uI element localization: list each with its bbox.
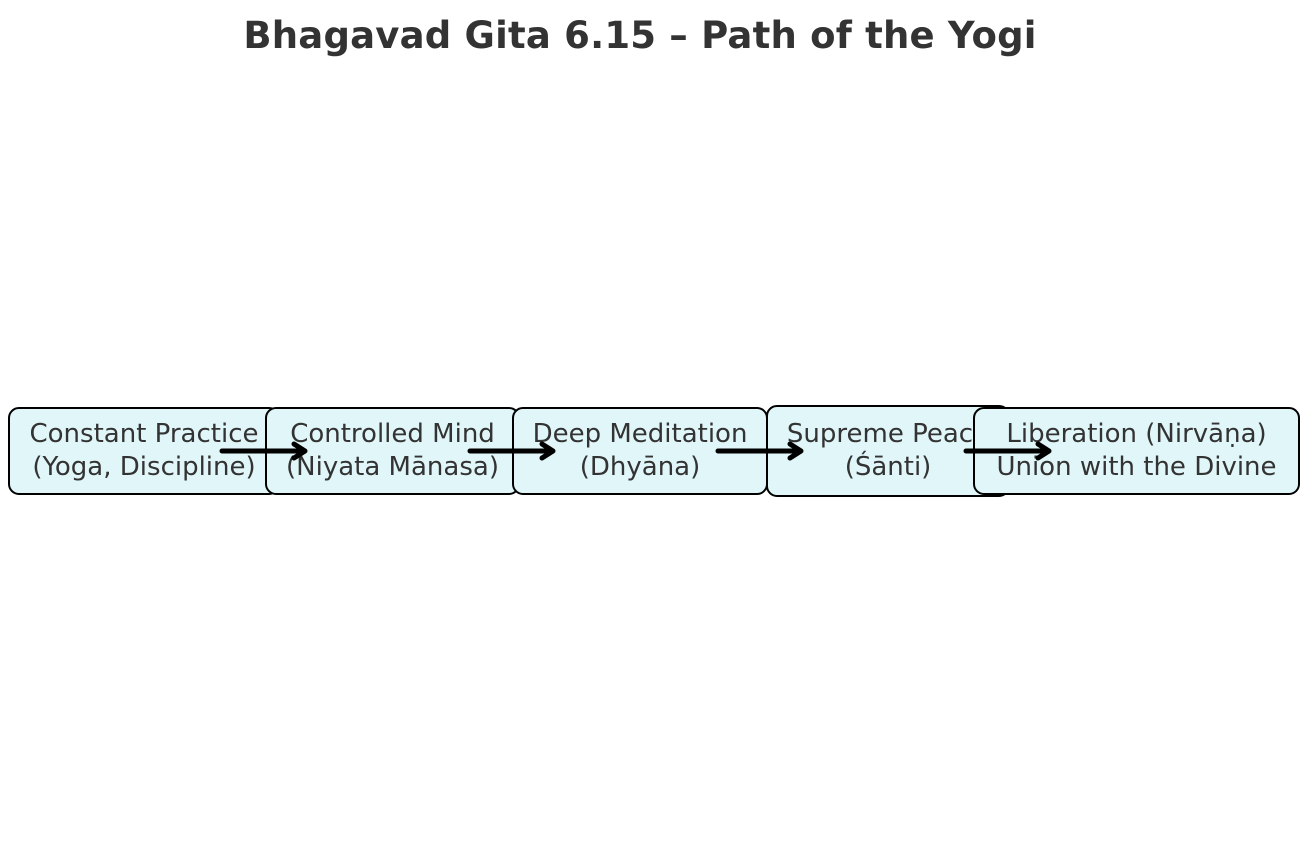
diagram-title: Bhagavad Gita 6.15 – Path of the Yogi [243,14,1037,57]
node-label-line2: (Dhyāna) [579,452,701,482]
node-controlled-mind: Controlled Mind (Niyata Mānasa) [265,407,520,495]
node-label-line2: (Yoga, Discipline) [32,452,256,482]
node-label-line1: Deep Meditation [532,419,748,449]
node-deep-meditation: Deep Meditation (Dhyāna) [512,407,768,495]
node-label-line1: Supreme Peace [786,419,990,449]
node-label-line1: Liberation (Nirvāṇa) [1006,419,1267,449]
node-label-line2: Union with the Divine [996,452,1277,482]
node-liberation: Liberation (Nirvāṇa) Union with the Divi… [973,407,1300,495]
node-constant-practice: Constant Practice (Yoga, Discipline) [8,407,280,495]
node-label-line1: Constant Practice [29,419,259,449]
node-label-line2: (Śānti) [844,452,932,482]
node-label-line2: (Niyata Mānasa) [286,452,499,482]
node-label-line1: Controlled Mind [290,419,495,449]
